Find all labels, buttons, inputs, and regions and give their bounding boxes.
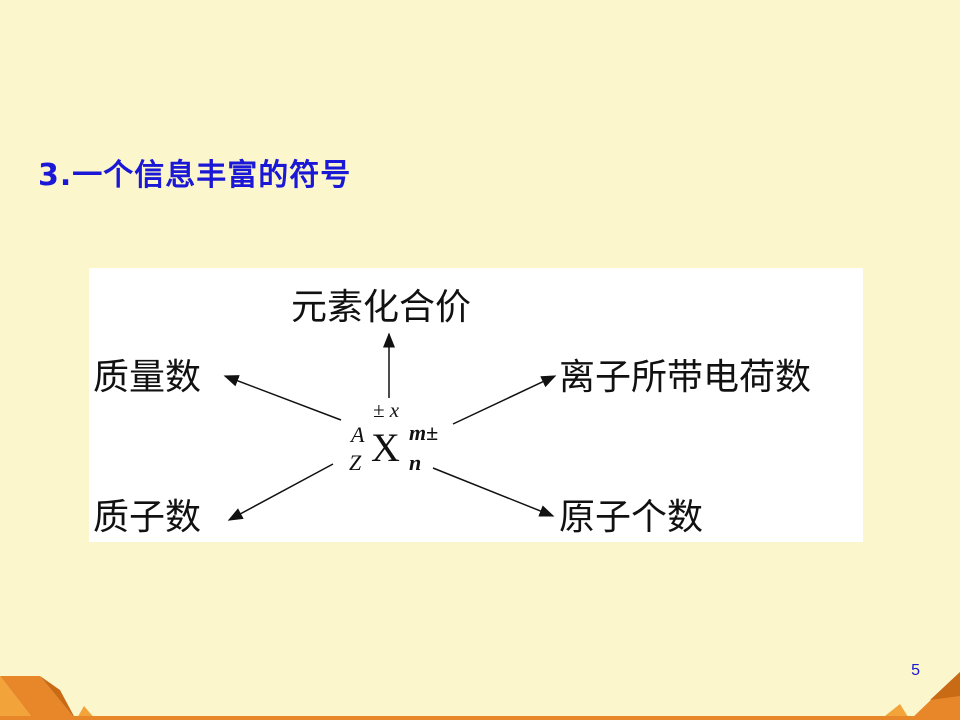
symbol-charge: m± [409, 420, 439, 445]
label-ion-charge: 离子所带电荷数 [559, 357, 812, 398]
page-number: 5 [911, 662, 920, 679]
label-atom-count: 原子个数 [559, 497, 704, 538]
symbol-atomic-number: Z [349, 450, 362, 475]
arrow-upper-right [452, 375, 557, 425]
symbol-element: X [371, 425, 400, 470]
symbol-mass-number: A [351, 422, 365, 447]
slide-title: 3.一个信息丰富的符号 [38, 158, 352, 193]
arrow-lower-left [227, 463, 334, 521]
isotope-symbol-diagram: 元素化合价 质量数 质子数 离子所带电荷数 原子个数 ± x A X m± Z … [89, 268, 863, 542]
label-valence: 元素化合价 [291, 287, 472, 328]
label-proton-number: 质子数 [93, 497, 202, 538]
label-mass-number: 质量数 [93, 357, 202, 398]
arrow-lower-right [432, 467, 555, 517]
arrow-upper-left [223, 375, 342, 421]
symbol-count: n [409, 450, 422, 475]
diagram-arrows [223, 332, 557, 521]
symbol-valence: ± x [373, 398, 400, 422]
